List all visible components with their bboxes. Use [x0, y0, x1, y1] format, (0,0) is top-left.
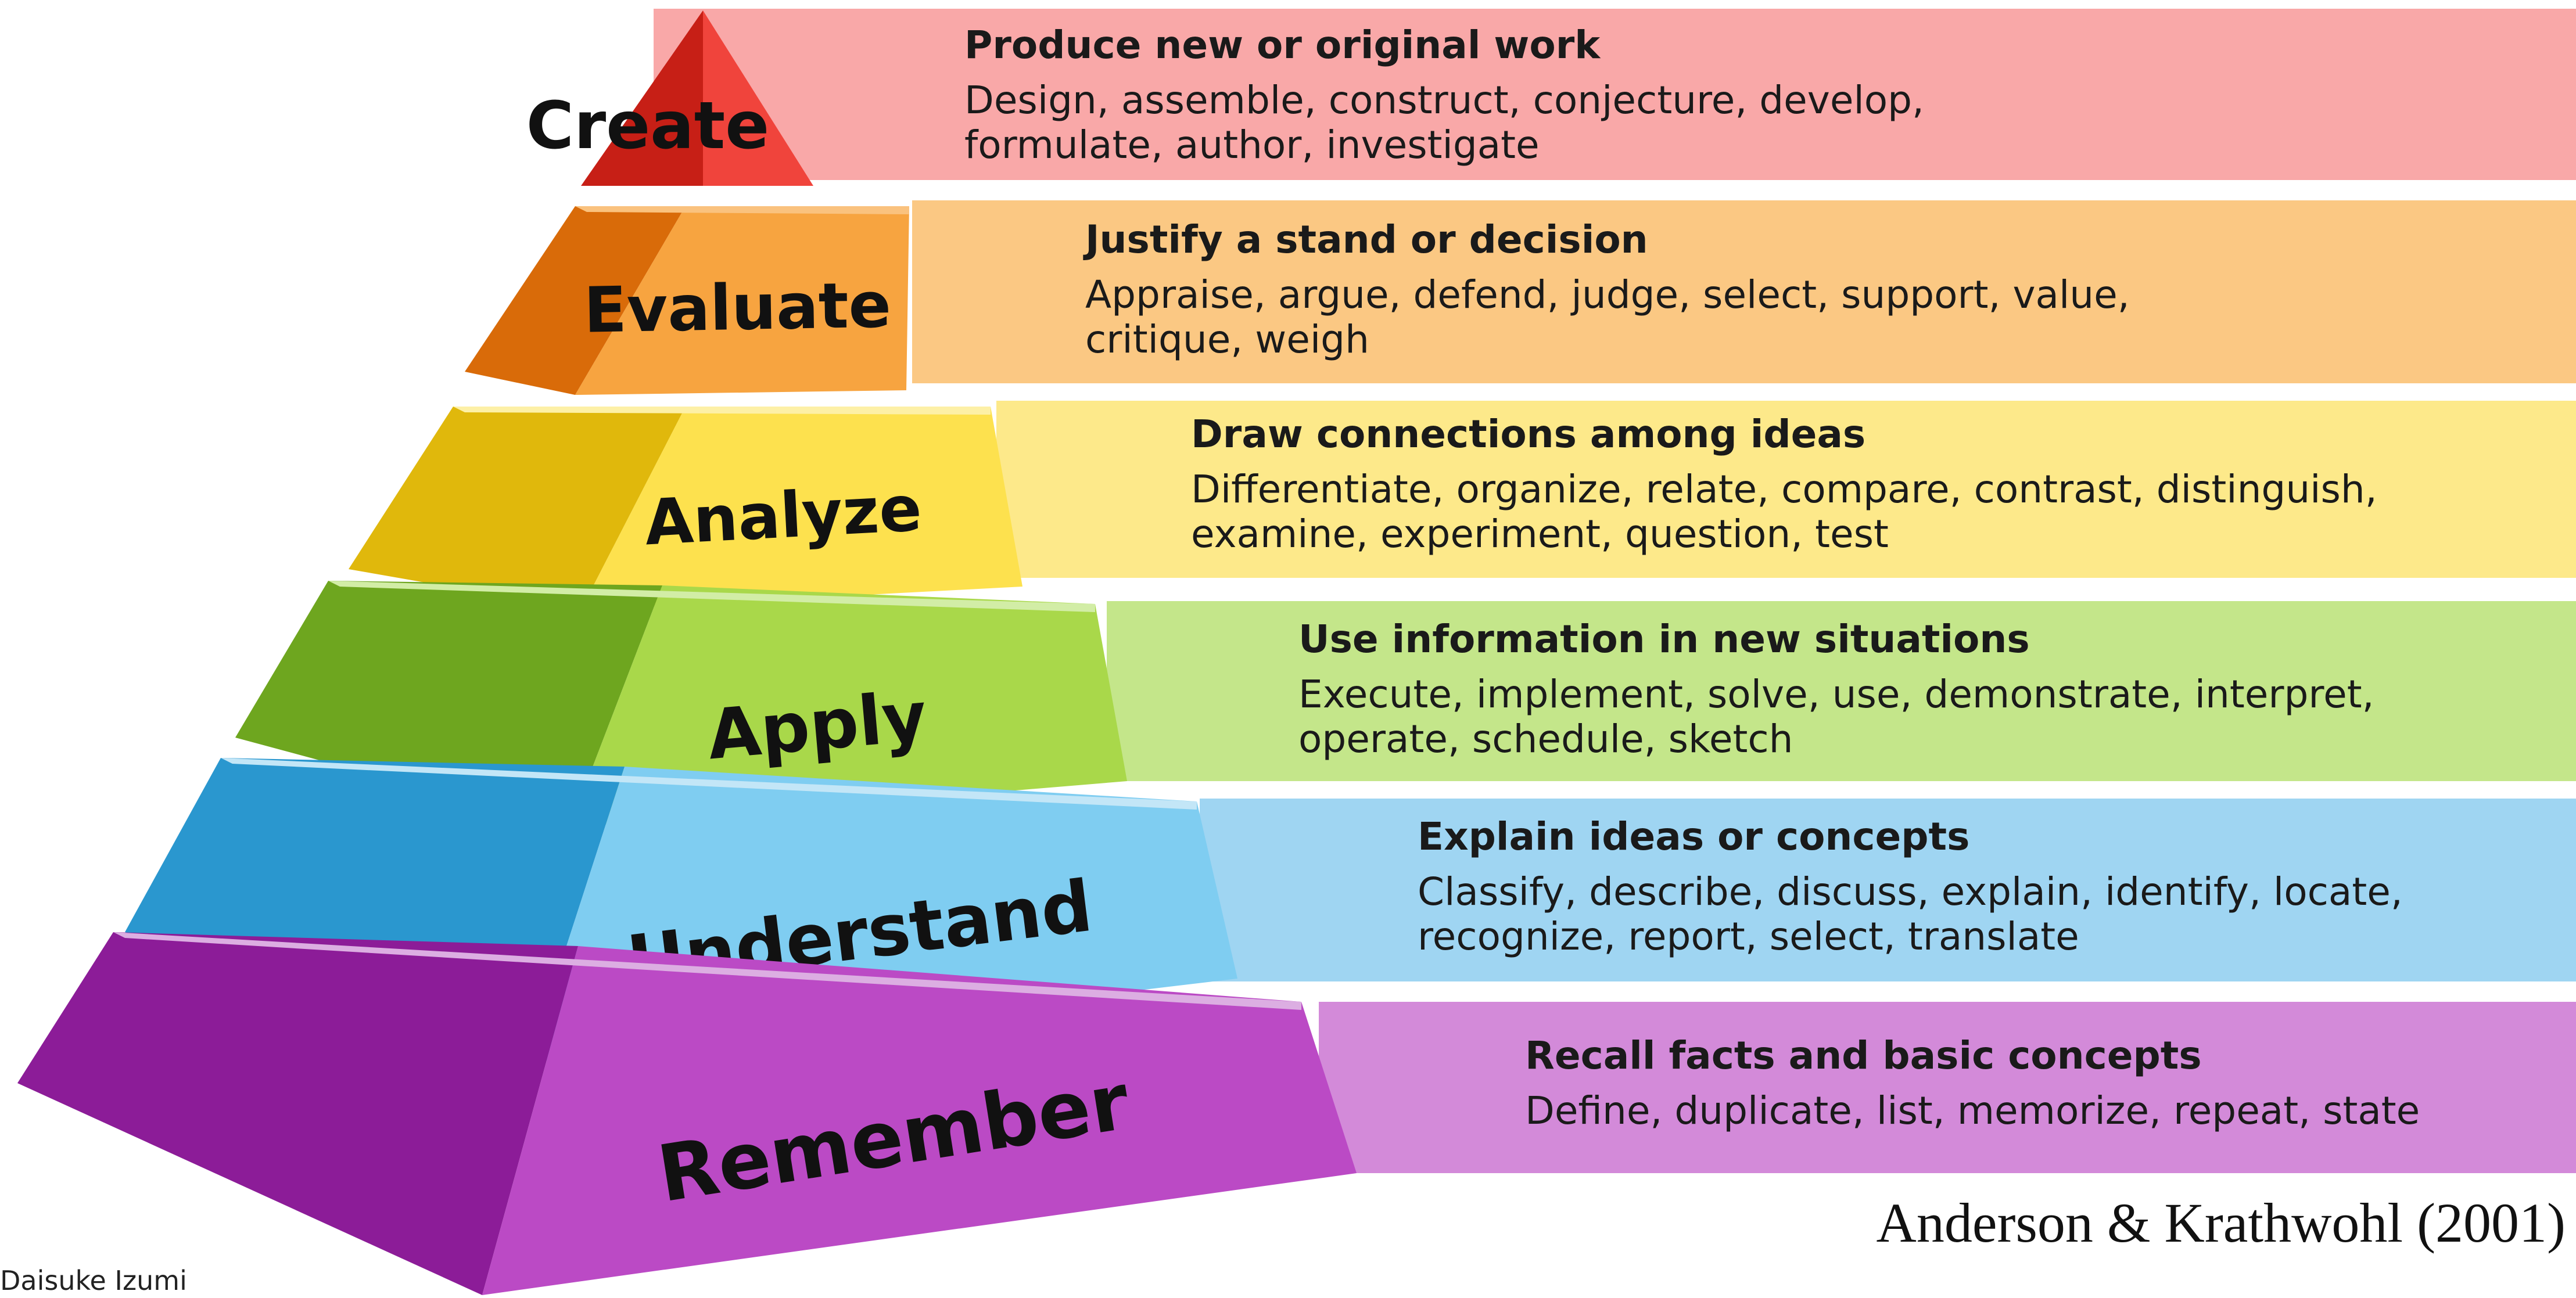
tier-left-face-analyze: [349, 407, 686, 610]
tier-right-face-create: [703, 10, 813, 186]
tier-right-face-apply: [569, 585, 1127, 828]
level-description-line: recognize, report, select, translate: [1418, 914, 2079, 959]
level-description-line: Define, duplicate, list, memorize, repea…: [1525, 1088, 2420, 1133]
level-description-line: formulate, author, investigate: [964, 123, 1540, 167]
level-description-line: Appraise, argue, defend, judge, select, …: [1085, 272, 2130, 317]
level-heading-evaluate: Justify a stand or decision: [1083, 217, 1648, 262]
level-heading-analyze: Draw connections among ideas: [1191, 412, 1865, 456]
tier-ledge-understand: [221, 758, 1197, 810]
tier-label-create: Create: [526, 88, 769, 164]
level-band-apply: [1107, 601, 2576, 781]
level-band-analyze: [996, 401, 2576, 578]
level-description-line: Design, assemble, construct, conjecture,…: [964, 78, 1924, 123]
tier-label-apply: Apply: [704, 676, 930, 775]
tier-ledge-analyze: [453, 407, 991, 415]
tier-right-face-evaluate: [575, 206, 909, 395]
citation: Anderson & Krathwohl (2001): [1876, 1192, 2566, 1254]
tier-left-face-evaluate: [465, 206, 686, 395]
level-description-line: examine, experiment, question, test: [1191, 512, 1889, 556]
level-band-understand: [1200, 799, 2576, 981]
level-description-line: Execute, implement, solve, use, demonstr…: [1298, 672, 2374, 717]
author-credit: Daisuke Izumi: [0, 1265, 187, 1296]
level-band-remember: [1319, 1002, 2576, 1173]
level-evaluate: Evaluate Justify a stand or decisionAppra…: [465, 200, 2576, 395]
tier-ledge-remember: [113, 932, 1301, 1010]
level-heading-remember: Recall facts and basic concepts: [1525, 1033, 2202, 1078]
level-heading-apply: Use information in new situations: [1298, 617, 2030, 661]
tier-left-face-create: [581, 10, 703, 186]
tier-ledge-apply: [328, 581, 1095, 612]
level-analyze: Analyze Draw connections among ideasDiffe…: [349, 401, 2576, 610]
level-description-line: critique, weigh: [1085, 317, 1369, 362]
level-heading-create: Produce new or original work: [964, 23, 1601, 67]
tier-ledge-evaluate: [575, 206, 909, 214]
level-description-line: Differentiate, organize, relate, compare…: [1191, 467, 2377, 512]
tier-right-face-remember: [482, 946, 1357, 1295]
level-band-create: [654, 9, 2576, 180]
level-description-line: operate, schedule, sketch: [1298, 717, 1793, 761]
level-heading-understand: Explain ideas or concepts: [1418, 814, 1969, 859]
tier-label-analyze: Analyze: [643, 473, 924, 560]
level-description-line: Classify, describe, discuss, explain, id…: [1418, 869, 2403, 914]
tier-label-evaluate: Evaluate: [583, 269, 892, 347]
level-band-evaluate: [912, 200, 2576, 383]
tier-left-face-remember: [17, 932, 578, 1295]
level-create: Create Produce new or original workDesign…: [526, 9, 2576, 186]
tier-right-face-analyze: [581, 407, 1022, 610]
